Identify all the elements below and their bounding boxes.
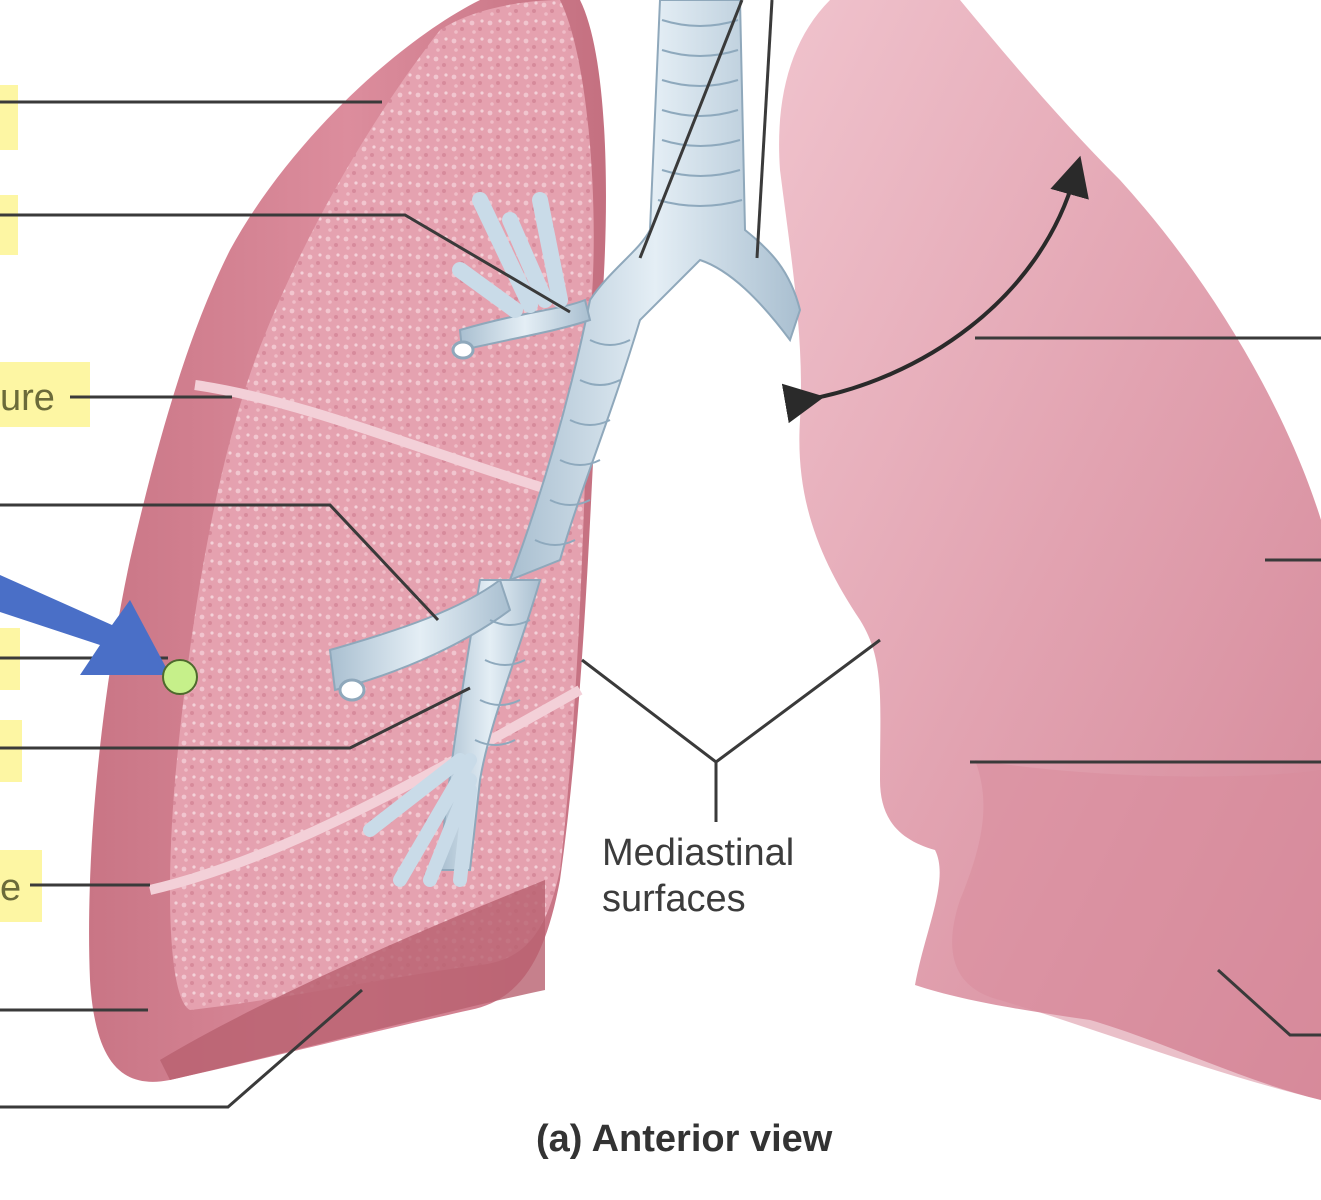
label-highlight-3 [0, 362, 90, 427]
label-highlights [0, 85, 90, 922]
trachea-and-bronchi [328, 0, 802, 887]
leader-line-middle-bronchus [0, 503, 440, 622]
view-caption: (a) Anterior view [536, 1118, 833, 1160]
left-lung-base [160, 880, 545, 1080]
mediastinal-surfaces-label: Mediastinal surfaces [602, 830, 794, 922]
leader-line-trachea-right [755, 0, 774, 259]
middle-bronchus [328, 578, 512, 692]
partial-label-fissure-lower: e [0, 867, 21, 909]
blue-arrow-icon [0, 575, 170, 675]
leader-line-right-bottom [1216, 968, 1321, 1037]
leader-line-diaphragmatic [0, 988, 363, 1109]
upper-bronchial-branches [452, 192, 568, 318]
green-dot-icon [162, 659, 198, 695]
right-lung [779, 0, 1321, 1100]
upper-fissure-edge [194, 380, 552, 495]
leader-line-mediastinal-bracket [581, 638, 881, 764]
left-lung-cut-face [170, 0, 594, 1010]
cartilage-rings [474, 19, 743, 746]
label-highlight-5 [0, 720, 22, 782]
leader-lines [0, 0, 1321, 1109]
label-highlight-1 [0, 85, 18, 150]
lower-fissure-edge [148, 685, 583, 895]
leader-line-trachea-left [638, 0, 744, 259]
leader-line-lower-bronchus [0, 686, 471, 750]
bronchus-opening-middle [338, 678, 366, 702]
mediastinal-label-line1: Mediastinal [602, 832, 795, 874]
double-headed-arrow-icon [781, 155, 1089, 424]
lower-bronchial-branches [363, 753, 477, 887]
label-highlight-2 [0, 195, 18, 255]
leader-line-hilum [0, 213, 571, 314]
mediastinal-label-line2: surfaces [602, 878, 746, 920]
partial-label-fissure-upper: ure [0, 377, 55, 419]
right-lung-lower-lobe [952, 760, 1321, 1100]
bronchus-opening-upper [451, 340, 475, 360]
